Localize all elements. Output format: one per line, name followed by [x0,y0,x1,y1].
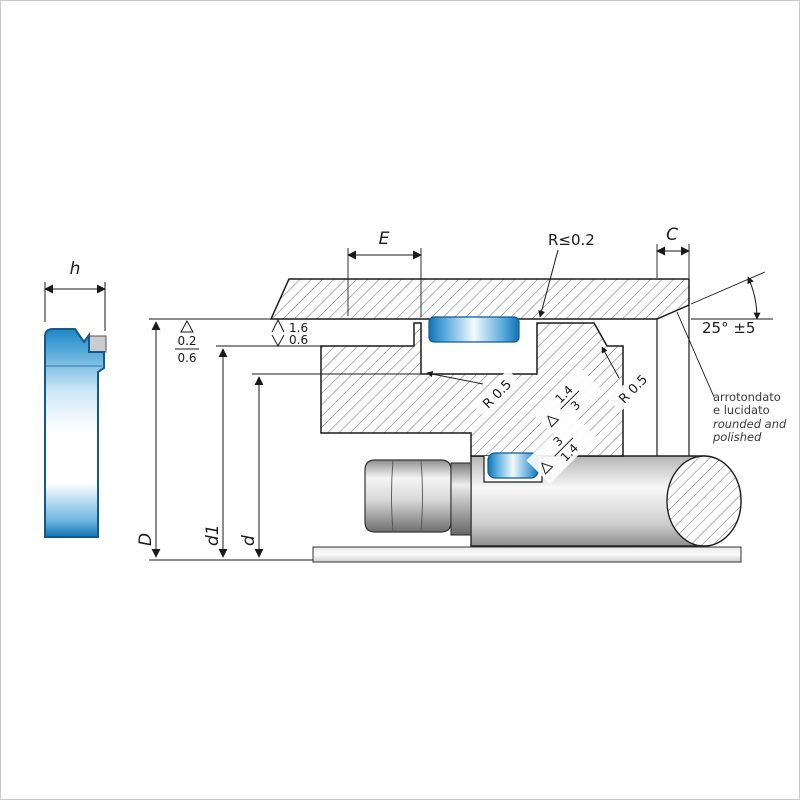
rod-end-face [666,455,742,547]
hex-nut [364,459,452,533]
piston-seal [428,316,520,343]
roughness-symbol-icon [271,318,285,333]
note-en-1: rounded and [713,417,787,431]
groove-chamfer-dim-a: 1.4 3 [532,366,603,437]
nut-facet-line [420,459,423,533]
dimension-d [252,373,421,558]
edge-radius-leader [538,249,559,318]
chamfer-note: arrotondato e lucidato rounded and polis… [712,390,787,444]
chamfer-angle-annotation [690,271,773,320]
washer [450,462,472,536]
label-d: d [239,535,259,546]
note-it-1: arrotondato [713,390,781,404]
label-E: E [379,229,390,249]
rod-lower-section [312,546,742,563]
clearance-dimension: 0.2 0.6 [175,319,199,365]
svg-text:1.6: 1.6 [289,321,308,335]
chamfer-flag-icon [541,462,554,475]
cylinder-housing-section [269,278,690,320]
note-it-2: e lucidato [713,403,770,417]
roughness-bore: 1.6 [271,318,308,335]
dimension-C [656,244,690,278]
svg-text:0.6: 0.6 [289,333,308,347]
label-h: h [70,259,81,279]
nut-facet-line [391,459,394,533]
clearance-arrow-icon [180,319,194,333]
roughness-surface: 0.6 [271,333,308,348]
label-D: D [136,533,156,546]
label-chamfer-angle: 25° ±5 [702,319,755,337]
label-C: C [666,225,678,245]
roughness-symbol-icon [271,334,285,348]
dimension-d1 [216,345,321,558]
groove-radius-left-leader [426,371,484,385]
label-d1: d1 [203,524,223,546]
svg-text:0.6: 0.6 [177,351,196,365]
seal-backup-insert [87,335,107,353]
note-en-2: polished [712,430,762,444]
dimension-D [149,318,313,561]
note-leader [676,311,715,398]
label-edge-radius: R≤0.2 [548,231,595,249]
seal-cross-section-profile [44,328,107,538]
seal-profile-body [44,328,105,538]
dimension-h [44,282,106,331]
groove-radius-right-leader [601,346,620,379]
svg-text:0.2: 0.2 [177,334,196,348]
chamfer-flag-icon [547,415,560,428]
dimension-E [347,248,422,317]
